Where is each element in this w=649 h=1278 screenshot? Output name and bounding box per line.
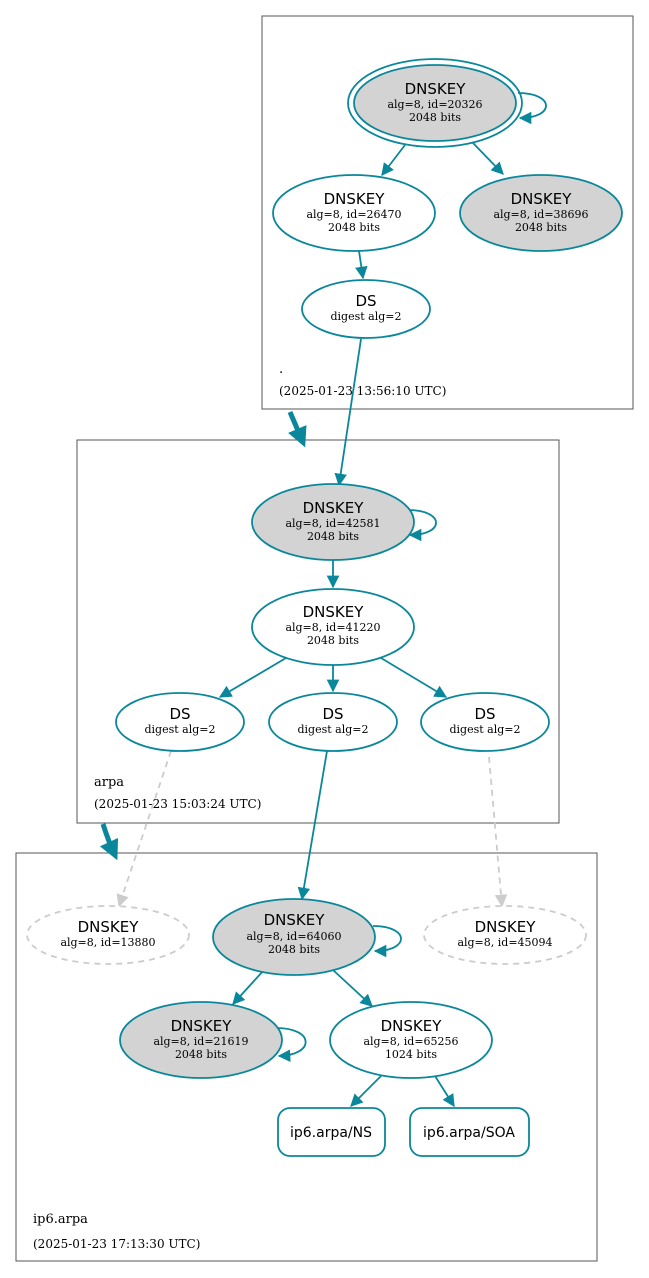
edge-arpa-ds3-to-ghost2 — [488, 756, 508, 908]
edge-arpa-zsk-to-ds3 — [380, 657, 448, 698]
zone-ip6-name: ip6.arpa — [33, 1212, 88, 1227]
node-ip6-ksk: DNSKEY alg=8, id=64060 2048 bits — [212, 898, 376, 976]
node-arpa-ds3-line1: digest alg=2 — [449, 723, 520, 736]
edge-root-ksk-self — [517, 92, 547, 125]
node-arpa-zsk-line2: 2048 bits — [307, 634, 359, 647]
node-root-zsk-2: DNSKEY alg=8, id=38696 2048 bits — [459, 174, 623, 252]
delegation-arpa-to-ip6 — [99, 823, 119, 861]
edge-root-ds-to-arpa-ksk — [334, 338, 362, 487]
node-arpa-ds2-title: DS — [322, 705, 343, 723]
node-arpa-ds1-title: DS — [169, 705, 190, 723]
node-ip6-key1-line1: alg=8, id=21619 — [153, 1035, 248, 1048]
edge-root-ksk-to-zsk2 — [472, 142, 504, 175]
edge-ip6-key1-self — [275, 1027, 307, 1062]
node-ip6-key-2: DNSKEY alg=8, id=65256 1024 bits — [329, 1001, 493, 1079]
node-ip6-ksk-line1: alg=8, id=64060 — [246, 930, 341, 943]
node-root-zsk1-title: DNSKEY — [324, 190, 386, 208]
node-ip6-ns-rrset: ip6.arpa/NS — [277, 1107, 386, 1157]
node-ip6-ksk-line2: 2048 bits — [268, 943, 320, 956]
node-root-ksk: DNSKEY alg=8, id=20326 2048 bits — [347, 58, 523, 148]
zone-root: . (2025-01-23 13:56:10 UTC) — [261, 15, 634, 410]
node-ip6-soa-rrset: ip6.arpa/SOA — [409, 1107, 530, 1157]
node-root-ds-title: DS — [355, 292, 376, 310]
node-root-zsk1-line2: 2048 bits — [328, 221, 380, 234]
node-arpa-ksk: DNSKEY alg=8, id=42581 2048 bits — [251, 483, 415, 561]
node-arpa-zsk-line1: alg=8, id=41220 — [285, 621, 380, 634]
node-ip6-key2-title: DNSKEY — [381, 1017, 443, 1035]
node-root-zsk1-line1: alg=8, id=26470 — [306, 208, 401, 221]
edge-root-zsk1-to-ds — [355, 250, 368, 280]
node-root-zsk2-line1: alg=8, id=38696 — [493, 208, 588, 221]
edge-arpa-zsk-to-ds1 — [218, 657, 287, 698]
node-arpa-ds-1: DS digest alg=2 — [115, 692, 245, 752]
edge-root-ksk-to-zsk1 — [381, 144, 406, 176]
edge-ip6-key2-to-ns — [350, 1075, 382, 1107]
zone-ip6-box — [15, 852, 598, 1262]
node-ip6-key2-line2: 1024 bits — [385, 1048, 437, 1061]
zone-root-timestamp: (2025-01-23 13:56:10 UTC) — [279, 384, 446, 398]
edge-arpa-ds2-to-ip6-ksk — [297, 750, 328, 901]
zone-arpa-timestamp: (2025-01-23 15:03:24 UTC) — [94, 797, 261, 811]
node-root-ksk-title: DNSKEY — [405, 80, 467, 98]
edge-ip6-key2-to-soa — [434, 1075, 455, 1108]
node-root-zsk2-title: DNSKEY — [511, 190, 573, 208]
node-root-zsk-1: DNSKEY alg=8, id=26470 2048 bits — [272, 174, 436, 252]
node-ip6-key1-title: DNSKEY — [171, 1017, 233, 1035]
node-ip6-key1-line2: 2048 bits — [175, 1048, 227, 1061]
node-ip6-ghost2-title: DNSKEY — [475, 918, 537, 936]
node-arpa-ds-3: DS digest alg=2 — [420, 692, 550, 752]
zone-arpa-box — [76, 439, 560, 824]
node-arpa-zsk-title: DNSKEY — [303, 603, 365, 621]
zone-root-name: . — [279, 362, 283, 377]
node-ip6-ghost-key-1: DNSKEY alg=8, id=13880 — [26, 905, 190, 965]
node-arpa-ds3-title: DS — [474, 705, 495, 723]
node-ip6-soa-label: ip6.arpa/SOA — [423, 1125, 515, 1141]
zone-ip6-timestamp: (2025-01-23 17:13:30 UTC) — [33, 1237, 200, 1251]
node-arpa-ksk-line2: 2048 bits — [307, 530, 359, 543]
node-ip6-ns-label: ip6.arpa/NS — [290, 1125, 372, 1141]
edge-arpa-ds1-to-ghost1 — [116, 750, 172, 908]
node-root-ds: DS digest alg=2 — [301, 279, 431, 339]
node-arpa-ksk-line1: alg=8, id=42581 — [285, 517, 380, 530]
node-ip6-key-1: DNSKEY alg=8, id=21619 2048 bits — [119, 1001, 283, 1079]
zone-root-box — [261, 15, 634, 410]
node-arpa-ds2-line1: digest alg=2 — [297, 723, 368, 736]
node-ip6-ksk-title: DNSKEY — [264, 911, 326, 929]
edge-ip6-ksk-to-key2 — [332, 969, 373, 1007]
zone-arpa: arpa (2025-01-23 15:03:24 UTC) — [76, 439, 560, 824]
node-ip6-key2-line1: alg=8, id=65256 — [363, 1035, 458, 1048]
delegation-root-to-arpa — [287, 411, 307, 448]
edge-arpa-ksk-self — [407, 509, 437, 542]
node-arpa-ds-2: DS digest alg=2 — [268, 692, 398, 752]
node-arpa-ksk-title: DNSKEY — [303, 499, 365, 517]
node-ip6-ghost2-line1: alg=8, id=45094 — [457, 936, 552, 949]
edge-ip6-ksk-self — [372, 925, 402, 958]
zone-arpa-name: arpa — [94, 775, 124, 790]
node-root-ds-line1: digest alg=2 — [330, 310, 401, 323]
zone-ip6-arpa: ip6.arpa (2025-01-23 17:13:30 UTC) — [15, 852, 598, 1262]
node-arpa-zsk: DNSKEY alg=8, id=41220 2048 bits — [251, 588, 415, 666]
node-root-ksk-line1: alg=8, id=20326 — [387, 98, 482, 111]
node-ip6-ghost1-line1: alg=8, id=13880 — [60, 936, 155, 949]
node-ip6-ghost-key-2: DNSKEY alg=8, id=45094 — [423, 905, 587, 965]
node-root-zsk2-line2: 2048 bits — [515, 221, 567, 234]
node-ip6-ghost1-title: DNSKEY — [78, 918, 140, 936]
node-arpa-ds1-line1: digest alg=2 — [144, 723, 215, 736]
edge-ip6-ksk-to-key1 — [232, 969, 265, 1005]
node-root-ksk-line2: 2048 bits — [409, 111, 461, 124]
